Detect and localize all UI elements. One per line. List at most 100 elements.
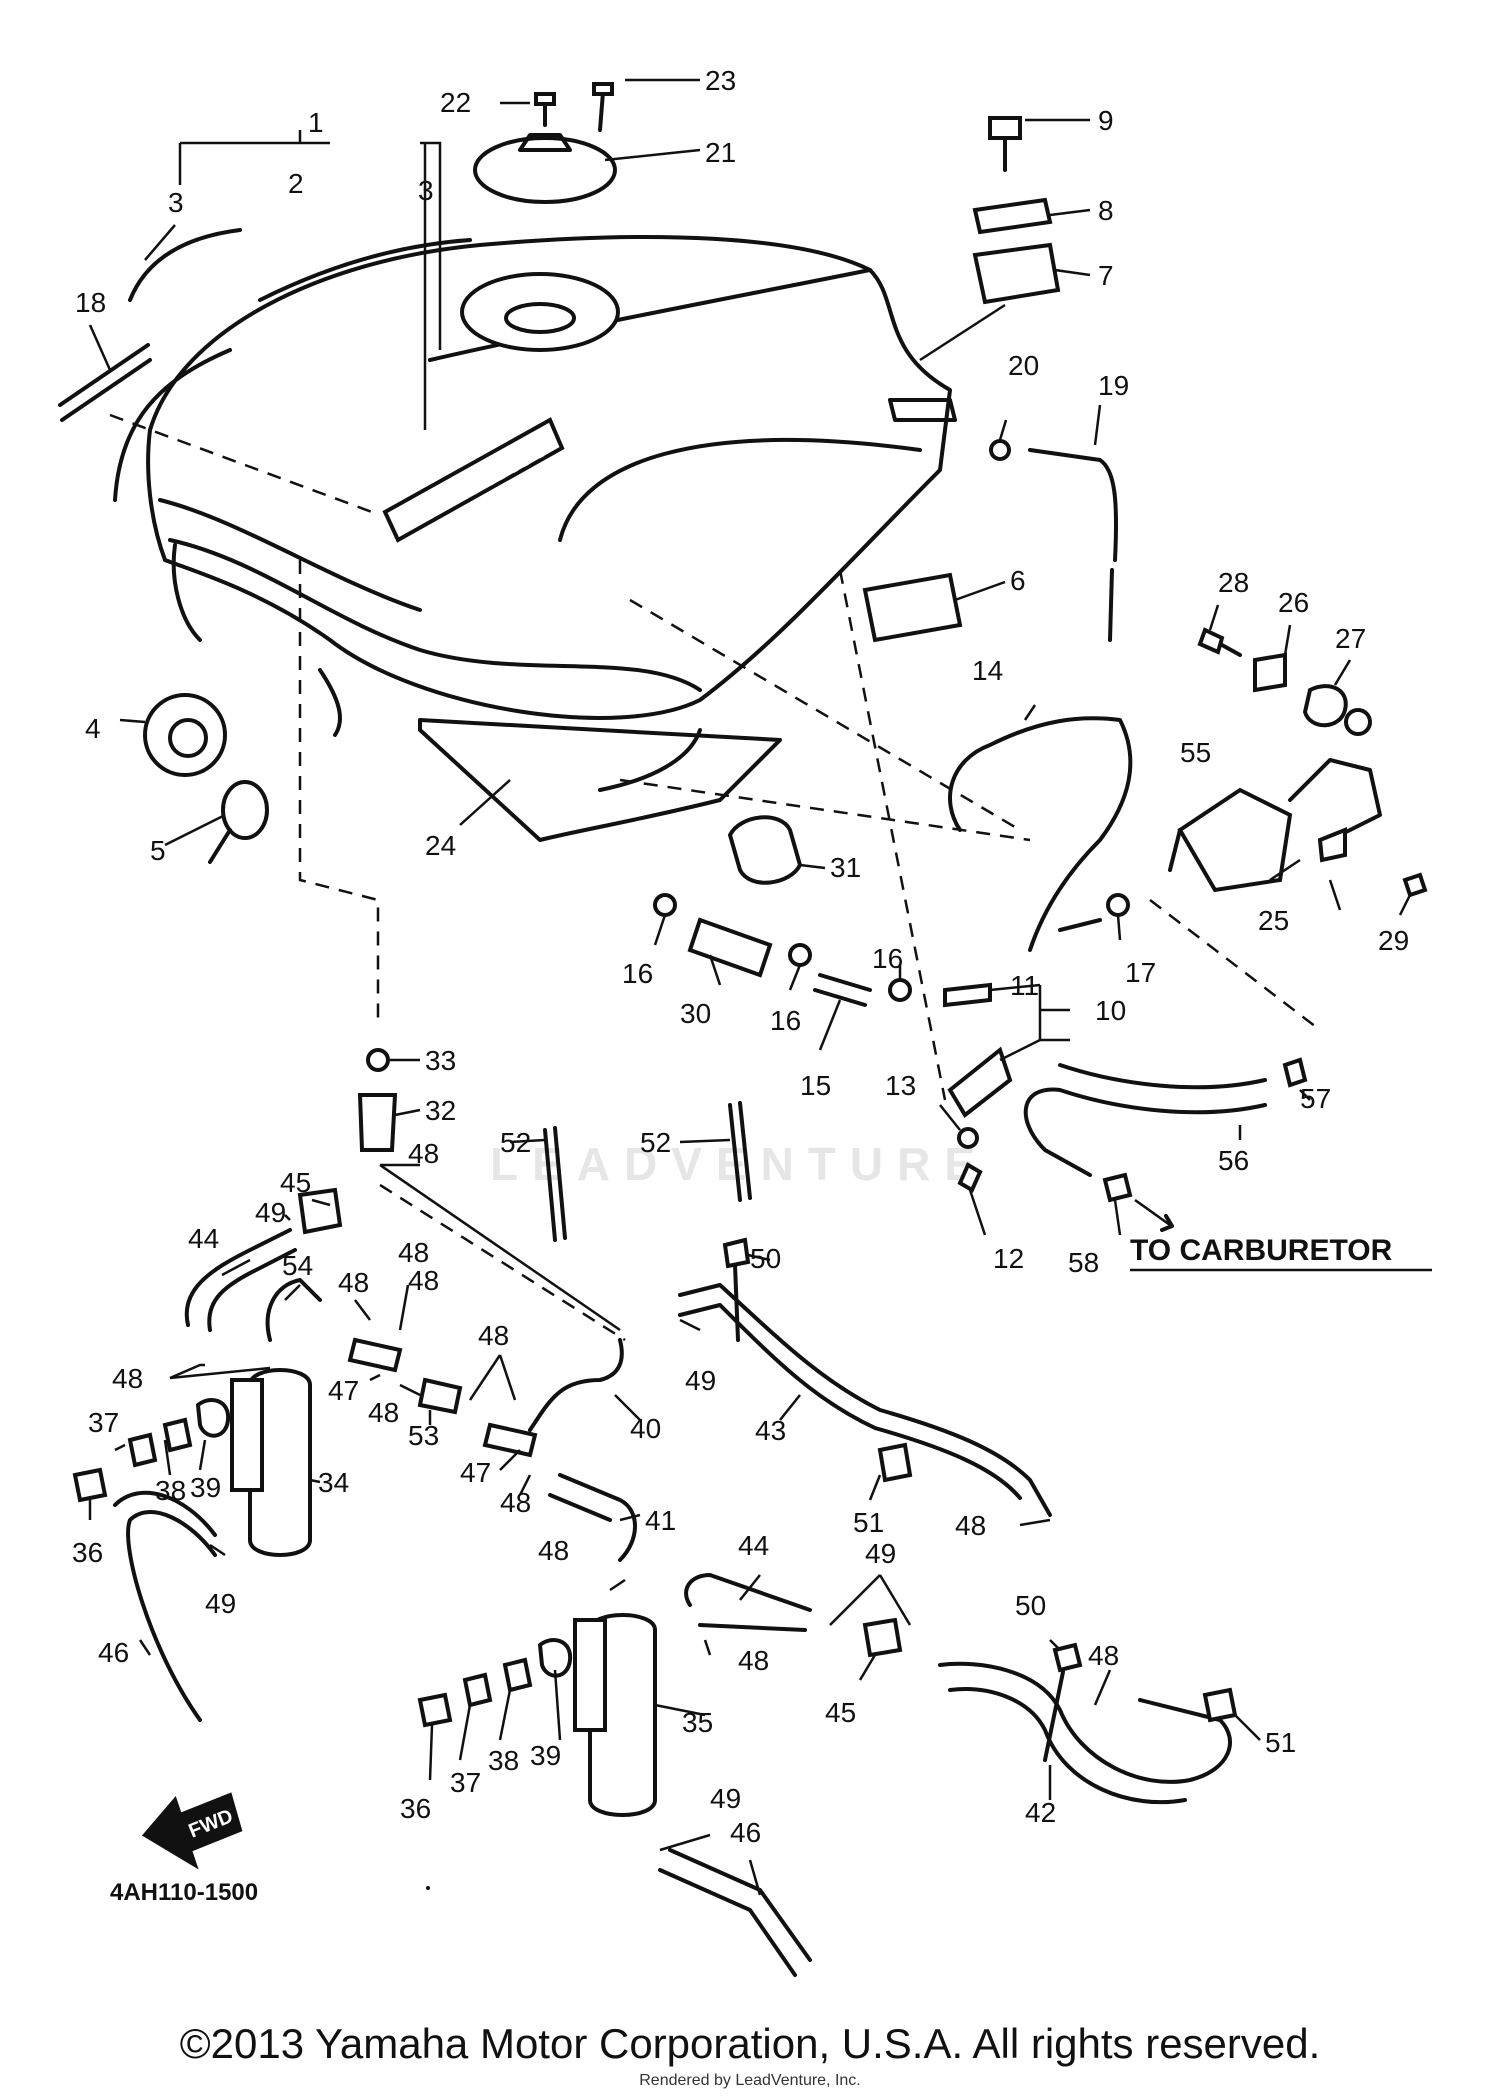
callout: 26 (1278, 587, 1309, 618)
callout: 49 (205, 1588, 236, 1619)
clip-16 (653, 893, 677, 917)
fuel-tank: YAMAHA (146, 235, 957, 792)
band-52 (543, 1128, 557, 1242)
tank-side-stripe (113, 348, 232, 502)
washer-13 (957, 1127, 979, 1149)
callout: 47 (328, 1375, 359, 1406)
bolt-36 (417, 1692, 453, 1728)
callout: 45 (280, 1167, 311, 1198)
callout: 16 (770, 1005, 801, 1036)
callout: 21 (705, 137, 736, 168)
hose-41 (558, 1473, 637, 1562)
breather-hose-18 (60, 358, 152, 422)
callout: 48 (398, 1237, 429, 1268)
fuel-cock-10 (947, 1046, 1013, 1118)
copyright-notice: ©2013 Yamaha Motor Corporation, U.S.A. A… (179, 2020, 1321, 2067)
clip-58 (1102, 1172, 1133, 1203)
collar-38 (502, 1657, 533, 1693)
callout: 48 (112, 1363, 143, 1394)
callout: 24 (425, 830, 456, 861)
callout: 13 (885, 1070, 916, 1101)
callout: 36 (400, 1793, 431, 1824)
callout: 6 (1010, 565, 1026, 596)
bolt-28 (1197, 627, 1225, 655)
callout: 37 (450, 1767, 481, 1798)
fuel-hose-56 (1023, 1087, 1267, 1177)
callout: 46 (730, 1817, 761, 1848)
bolt-9 (988, 116, 1022, 140)
screw-23 (598, 90, 605, 132)
joint-47 (482, 1422, 538, 1458)
callout: 20 (1008, 350, 1039, 381)
callout: 40 (630, 1413, 661, 1444)
callout: 38 (155, 1475, 186, 1506)
callout: 37 (88, 1407, 119, 1438)
diagram-code: 4AH110-1500 (110, 1879, 258, 1906)
callout: 33 (425, 1045, 456, 1076)
callout: 10 (1095, 995, 1126, 1026)
hose-40 (528, 1338, 624, 1432)
breather-hose-18 (58, 343, 150, 407)
callout: 48 (408, 1138, 439, 1169)
callout: 12 (993, 1243, 1024, 1274)
callout: 15 (800, 1070, 831, 1101)
callout: 56 (1218, 1145, 1249, 1176)
callout: 53 (408, 1420, 439, 1451)
callout: 3 (168, 187, 184, 218)
callout: 52 (640, 1127, 671, 1158)
canister-34 (248, 1368, 312, 1557)
callout: 35 (682, 1707, 713, 1738)
hose-54 (265, 1278, 322, 1342)
rendered-by-notice: Rendered by LeadVenture, Inc. (639, 2072, 861, 2089)
clip-50 (722, 1237, 751, 1269)
callout: 50 (750, 1243, 781, 1274)
callout: 44 (188, 1223, 219, 1254)
clip-20 (989, 439, 1011, 461)
tank-side-stripe (258, 238, 472, 302)
band-5 (221, 780, 269, 840)
callout: 23 (705, 65, 736, 96)
callout: 46 (98, 1637, 129, 1668)
callout: 38 (488, 1745, 519, 1776)
bolt-36 (72, 1467, 108, 1503)
fuel-pump-55 (1177, 787, 1293, 893)
callout: 48 (478, 1320, 509, 1351)
callout: 57 (1300, 1083, 1331, 1114)
clip-25 (1317, 827, 1347, 863)
clip-17 (1106, 893, 1130, 917)
callout: 22 (440, 87, 471, 118)
collar-26 (1253, 652, 1287, 693)
callout: 48 (500, 1487, 531, 1518)
callout: 48 (338, 1267, 369, 1298)
callout: 27 (1335, 623, 1366, 654)
callout: 30 (680, 998, 711, 1029)
callout: 25 (1258, 905, 1289, 936)
callout: 11 (1010, 970, 1039, 1001)
callout: 14 (972, 655, 1003, 686)
tank-heat-shield-24 (418, 718, 782, 842)
callout: 49 (255, 1197, 286, 1228)
callout: 49 (710, 1783, 741, 1814)
callout: 41 (645, 1505, 676, 1536)
fuel-cap-21 (473, 136, 617, 204)
callout: 54 (282, 1250, 313, 1281)
callout: 31 (830, 852, 861, 883)
hose-46 (126, 1510, 217, 1722)
callout: 48 (1088, 1640, 1119, 1671)
callout: 52 (500, 1127, 531, 1158)
callout: 17 (1125, 957, 1156, 988)
tank-brand-label: YAMAHA (385, 427, 552, 543)
callout: 2 (288, 168, 304, 199)
pipe-53 (417, 1377, 463, 1415)
fwd-arrow: FWD (141, 1792, 243, 1870)
joint-47 (347, 1337, 403, 1373)
callout: 7 (1098, 260, 1114, 291)
callout: 45 (825, 1697, 856, 1728)
clip-16 (888, 978, 912, 1002)
joint-45 (862, 1617, 903, 1658)
hose-46 (668, 1848, 812, 1962)
callout: 16 (622, 958, 653, 989)
hose-44 (684, 1573, 812, 1612)
band-52 (728, 1103, 742, 1202)
